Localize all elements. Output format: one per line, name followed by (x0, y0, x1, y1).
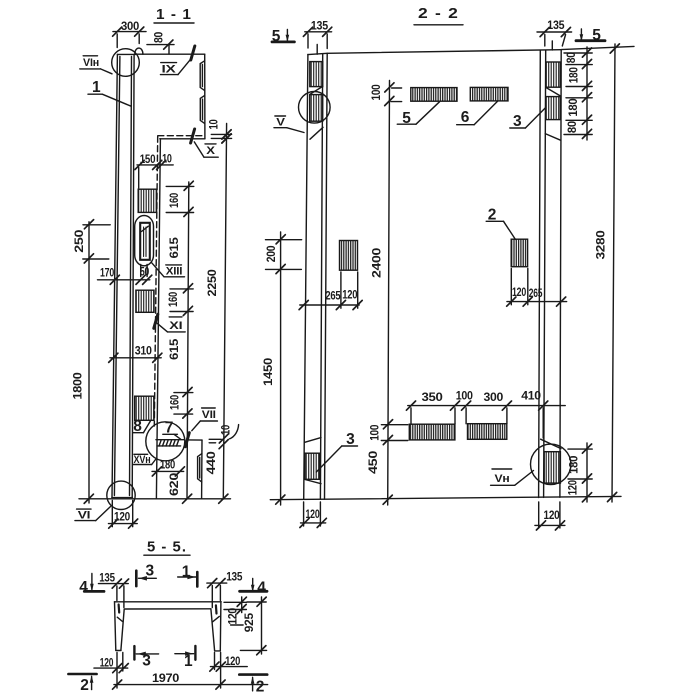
svg-text:VI: VI (78, 510, 91, 522)
svg-text:80: 80 (564, 52, 578, 63)
svg-text:3: 3 (142, 653, 151, 670)
svg-text:450: 450 (366, 450, 380, 474)
svg-text:4: 4 (79, 579, 88, 596)
svg-text:615: 615 (167, 338, 181, 360)
svg-text:6: 6 (461, 109, 470, 126)
svg-text:80: 80 (565, 121, 579, 133)
svg-text:1: 1 (182, 563, 191, 580)
svg-text:3: 3 (513, 113, 522, 130)
svg-text:135: 135 (547, 18, 564, 32)
svg-text:5: 5 (592, 27, 601, 44)
svg-text:1 - 1: 1 - 1 (156, 7, 192, 23)
svg-text:XIII: XIII (166, 266, 183, 278)
svg-text:135: 135 (226, 570, 242, 584)
svg-text:615: 615 (167, 237, 181, 259)
svg-text:180: 180 (566, 98, 580, 116)
svg-text:120: 120 (566, 480, 580, 495)
svg-text:150: 150 (140, 152, 156, 166)
svg-text:620: 620 (167, 472, 181, 496)
svg-text:1450: 1450 (261, 357, 275, 386)
svg-text:50: 50 (140, 265, 149, 279)
svg-text:3: 3 (346, 431, 355, 448)
svg-text:135: 135 (311, 19, 328, 33)
svg-text:160: 160 (167, 395, 181, 410)
svg-text:10: 10 (207, 119, 221, 129)
svg-text:7: 7 (165, 420, 174, 437)
svg-text:1: 1 (92, 79, 101, 96)
svg-text:200: 200 (264, 245, 278, 262)
svg-text:100: 100 (456, 389, 473, 403)
svg-text:VIн: VIн (83, 57, 99, 69)
svg-text:1970: 1970 (152, 671, 180, 685)
svg-text:X: X (206, 145, 215, 157)
svg-text:5: 5 (272, 28, 281, 45)
svg-text:4: 4 (257, 579, 266, 596)
svg-text:1800: 1800 (70, 372, 84, 400)
svg-text:2250: 2250 (205, 269, 219, 297)
svg-text:1: 1 (184, 653, 193, 670)
svg-text:120: 120 (226, 608, 240, 625)
svg-text:80: 80 (152, 32, 166, 43)
svg-text:100: 100 (368, 424, 382, 440)
svg-text:2: 2 (80, 677, 89, 694)
svg-text:V: V (276, 116, 285, 128)
svg-text:XI: XI (169, 320, 182, 332)
svg-text:10: 10 (162, 152, 172, 166)
svg-text:100: 100 (369, 84, 383, 100)
svg-text:250: 250 (72, 229, 86, 253)
svg-text:2400: 2400 (370, 247, 384, 278)
svg-text:XVн: XVн (134, 454, 151, 466)
svg-text:120: 120 (225, 654, 240, 668)
svg-text:300: 300 (484, 390, 504, 404)
svg-text:2: 2 (488, 207, 497, 224)
svg-text:IX: IX (162, 64, 177, 76)
svg-text:10: 10 (219, 425, 233, 435)
svg-text:135: 135 (99, 570, 115, 584)
svg-text:160: 160 (167, 193, 181, 208)
svg-text:8: 8 (133, 418, 142, 435)
svg-text:2 - 2: 2 - 2 (418, 6, 459, 22)
svg-text:120: 120 (100, 655, 114, 669)
svg-text:160: 160 (166, 292, 180, 307)
svg-text:170: 170 (100, 265, 114, 279)
svg-text:Vн: Vн (495, 473, 510, 485)
svg-text:310: 310 (135, 344, 152, 358)
svg-text:120: 120 (544, 508, 560, 522)
svg-text:VII: VII (202, 409, 216, 421)
svg-text:120: 120 (512, 285, 526, 299)
svg-text:180: 180 (160, 458, 175, 472)
svg-text:3280: 3280 (594, 230, 608, 260)
svg-text:2: 2 (256, 678, 265, 695)
svg-text:120: 120 (114, 510, 130, 524)
svg-text:440: 440 (204, 451, 218, 475)
svg-text:410: 410 (521, 389, 541, 403)
svg-text:350: 350 (422, 390, 444, 404)
svg-text:265: 265 (325, 289, 340, 303)
svg-text:180: 180 (566, 455, 580, 473)
svg-text:5 - 5.: 5 - 5. (147, 540, 187, 556)
svg-text:120: 120 (342, 287, 357, 301)
svg-text:5: 5 (402, 110, 411, 127)
svg-text:180: 180 (566, 67, 580, 83)
svg-text:925: 925 (242, 613, 256, 633)
svg-text:300: 300 (121, 19, 139, 33)
svg-text:3: 3 (145, 562, 154, 579)
